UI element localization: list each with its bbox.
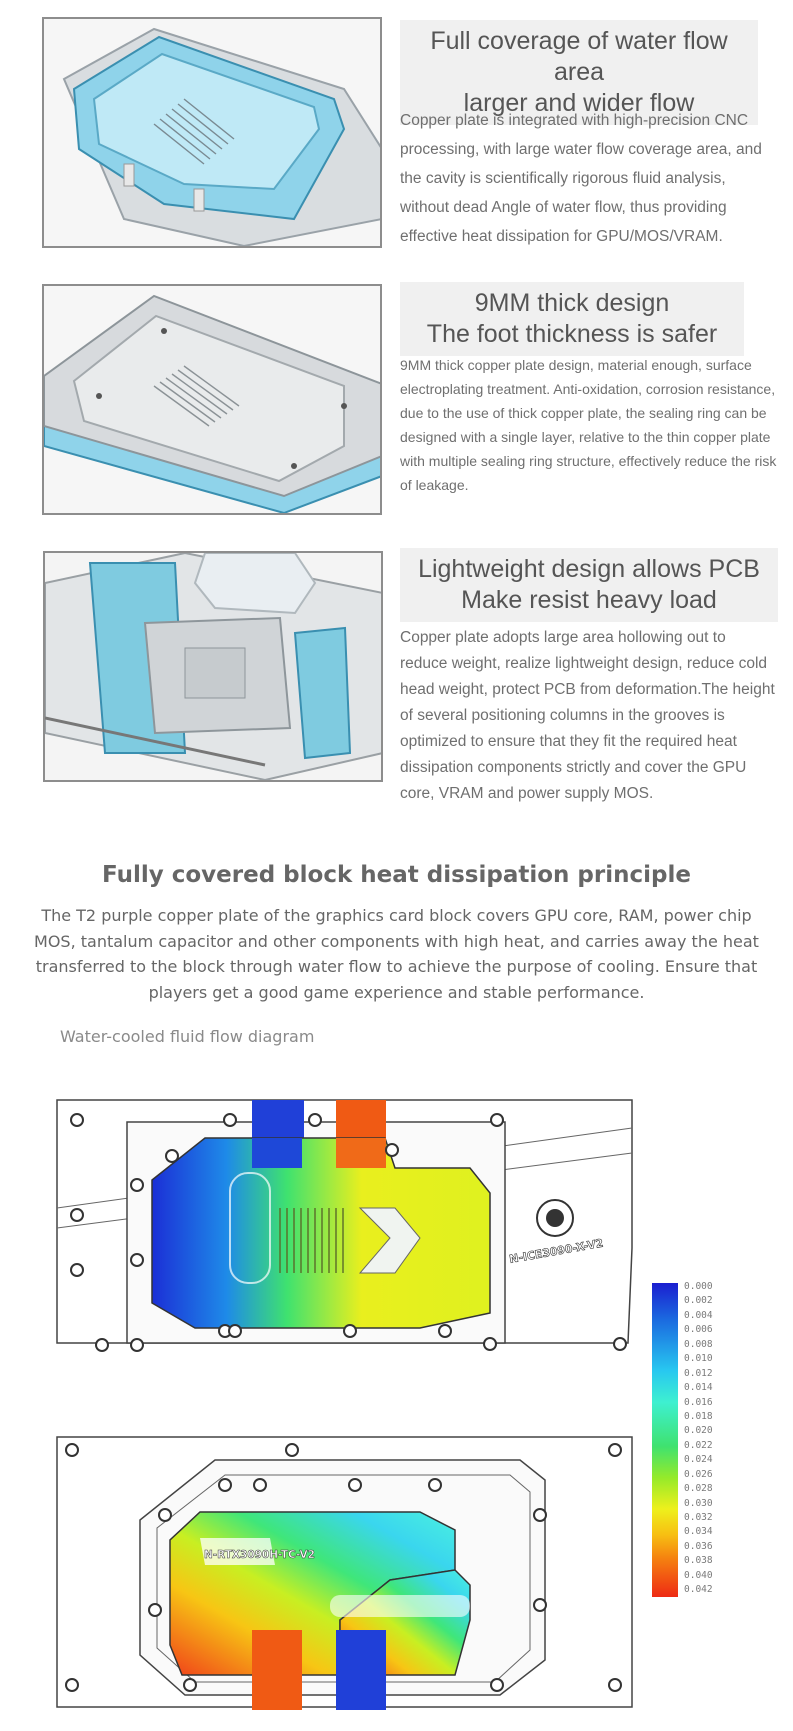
legend-tick: 0.012 [684, 1367, 713, 1379]
legend-tick: 0.026 [684, 1468, 713, 1480]
water-block-illustration-1 [44, 19, 380, 246]
legend-tick: 0.008 [684, 1338, 713, 1350]
section-2-title-line-1: 9MM thick design [474, 289, 670, 317]
legend-tick: 0.032 [684, 1512, 713, 1523]
legend-tick: 0.036 [684, 1540, 713, 1552]
legend-tick: 0.006 [684, 1324, 713, 1336]
product-image-coverage [42, 17, 382, 248]
section-2-title: 9MM thick design The foot thickness is s… [400, 282, 744, 356]
section-1-description: Copper plate is integrated with high-pre… [400, 112, 762, 245]
back-block-label: N-RTX3090H-TC-V2 [204, 1549, 315, 1561]
principle-heading: Fully covered block heat dissipation pri… [102, 862, 691, 888]
diagram-caption: Water-cooled fluid flow diagram [60, 1027, 315, 1046]
section-3-title: Lightweight design allows PCB Make resis… [400, 548, 778, 622]
section-1-title-line-1: Full coverage of water flow area [430, 27, 728, 86]
legend-tick: 0.022 [684, 1439, 713, 1451]
product-image-lightweight [43, 551, 383, 782]
section-1-title-line-2: larger and wider flow [463, 89, 695, 117]
legend-tick: 0.000 [684, 1281, 713, 1292]
legend-tick: 0.018 [684, 1410, 713, 1422]
legend-tick: 0.020 [684, 1425, 713, 1437]
section-2-description: 9MM thick copper plate design, material … [400, 357, 777, 493]
section-3-description: Copper plate adopts large area hollowing… [400, 629, 775, 802]
legend-tick: 0.042 [684, 1584, 713, 1596]
back-flow-diagram: N-RTX3090H-TC-V2 [56, 1436, 633, 1710]
section-3-title-line-1: Lightweight design allows PCB [418, 555, 760, 583]
flow-color-legend: 0.000 0.002 0.004 0.006 0.008 0.010 0.01… [652, 1280, 762, 1603]
legend-color-bar [652, 1283, 678, 1597]
principle-paragraph: The T2 purple copper plate of the graphi… [34, 906, 759, 1002]
legend-tick: 0.038 [684, 1555, 713, 1567]
legend-tick: 0.014 [684, 1382, 713, 1394]
section-2-title-line-2: The foot thickness is safer [426, 320, 718, 348]
section-3-title-line-2: Make resist heavy load [461, 586, 717, 614]
legend-tick: 0.034 [684, 1526, 713, 1538]
water-block-illustration-2 [44, 286, 380, 513]
legend-tick: 0.024 [684, 1454, 713, 1466]
legend-tick: 0.040 [684, 1569, 713, 1581]
product-image-thickness [42, 284, 382, 515]
legend-tick: 0.010 [684, 1353, 713, 1365]
legend-tick: 0.030 [684, 1497, 713, 1509]
legend-tick: 0.016 [684, 1396, 713, 1408]
front-flow-diagram: N-ICE3090-X-V2 [56, 1099, 633, 1352]
legend-tick: 0.004 [684, 1309, 713, 1321]
water-block-illustration-3 [45, 553, 381, 780]
legend-tick: 0.002 [684, 1295, 713, 1307]
legend-tick-list: 0.000 0.002 0.004 0.006 0.008 0.010 0.01… [684, 1280, 754, 1598]
section-1-title: Full coverage of water flow area larger … [400, 20, 758, 125]
legend-tick: 0.028 [684, 1483, 713, 1495]
